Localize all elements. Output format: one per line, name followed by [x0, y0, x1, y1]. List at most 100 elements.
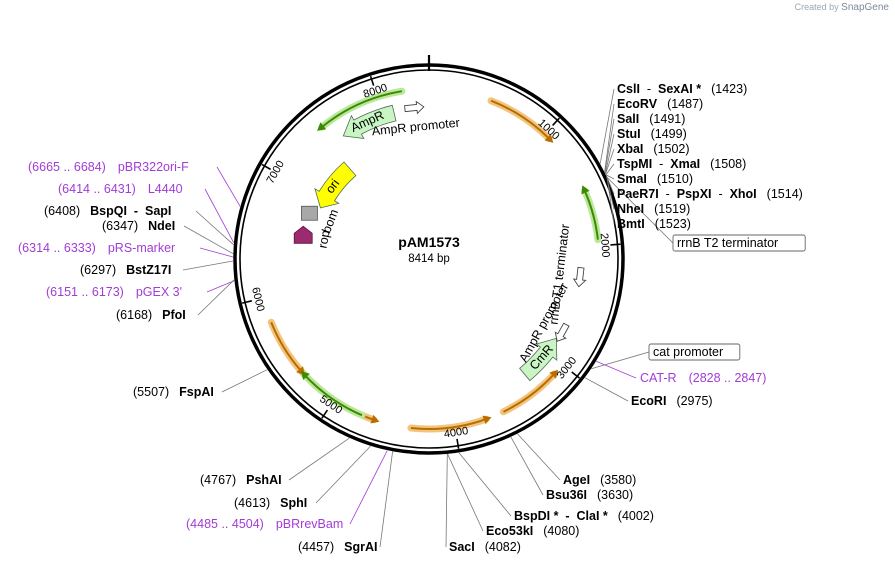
boxed-label-rrnb-t2-terminator: rrnB T2 terminator [677, 236, 778, 250]
orf-head-3 [482, 415, 492, 425]
site-leader-lines [182, 88, 674, 548]
feature-ampr [342, 104, 397, 139]
orf-head-0 [544, 134, 554, 143]
leader-mcs-3 [605, 133, 615, 174]
feature-rop [293, 225, 313, 244]
site-label-bsu36i: Bsu36I(3630) [546, 488, 633, 502]
orf-line-6 [304, 374, 363, 417]
orf-line-7 [321, 90, 403, 128]
leader-bsu36i [510, 436, 544, 496]
feature-label-rop: rop [316, 229, 333, 249]
leader-primer-prs-marker [199, 247, 234, 258]
plasmid-name: pAM1573 [398, 234, 460, 250]
orf-line-0 [490, 99, 550, 140]
tick-label-2000: 2000 [598, 233, 612, 258]
watermark-brand: SnapGene [841, 2, 889, 13]
orf-head-1 [581, 185, 590, 195]
site-label-eco53ki: Eco53kI(4080) [486, 524, 579, 538]
site-label-ecori: EcoRI(2975) [631, 394, 713, 408]
tick-7000 [261, 163, 271, 171]
site-label-sphi: (4613)SphI [234, 496, 307, 510]
orf-line-3 [410, 418, 487, 430]
site-label-bmti: BmtI(1523) [617, 217, 691, 231]
site-label-csli-sexai: CslI - SexAI *(1423) [617, 82, 747, 96]
feature-ori [314, 161, 357, 209]
primer-cat-r: CAT-R(2828 .. 2847) [640, 371, 766, 385]
site-label-bspdi-clai: BspDI * - ClaI *(4002) [514, 509, 654, 523]
boxed-frame-cat-promoter [648, 343, 741, 361]
orf-head-2 [549, 369, 559, 379]
leader-pshai [288, 437, 350, 481]
tick-5000 [321, 409, 329, 419]
site-label-stui: StuI(1499) [617, 127, 687, 141]
feature-label-rrnb-t1-terminator: rrnB T1 terminator [547, 223, 573, 325]
leader-mcs-1 [604, 103, 615, 172]
tick-label-4000: 4000 [443, 425, 469, 441]
site-label-xbai: XbaI(1502) [617, 142, 690, 156]
site-label-saci: SacI(4082) [449, 540, 521, 554]
feature-cmr [519, 337, 558, 382]
site-label-nhei: NheI(1519) [617, 202, 690, 216]
leader-eco53ki [447, 453, 484, 532]
leader-mcs-2 [604, 118, 615, 173]
leader-sgrai [379, 451, 393, 548]
tick-6000 [241, 300, 253, 304]
boxed-frame-rrnb-t2-terminator [672, 234, 806, 252]
leader-mcs-5 [605, 163, 615, 175]
orf-layer [267, 87, 602, 433]
tick-label-6000: 6000 [249, 286, 266, 313]
orf-line-5 [270, 321, 302, 372]
feature-rrnb-t1-terminator [572, 266, 587, 288]
primer-prs-marker: (6314 .. 6333)pRS-marker [18, 241, 175, 255]
leader-box-cat-promoter [591, 351, 650, 370]
tick-1000 [552, 117, 561, 126]
leader-bstz17i [182, 260, 234, 271]
leader-box-rrnb-t2-terminator [607, 177, 674, 244]
primer-pgex-3: (6151 .. 6173)pGEX 3' [46, 285, 182, 299]
leader-primer-l4440 [204, 188, 235, 243]
feature-ampr-promoter-right [554, 322, 570, 342]
plasmid-center-label: pAM1573 8414 bp [398, 234, 460, 265]
leader-primer-cat-r [596, 360, 637, 379]
leader-pfoi [197, 279, 235, 316]
tick-8000 [369, 75, 375, 86]
site-label-paer7i-pspxi-xhoi: PaeR7I - PspXI - XhoI(1514) [617, 187, 803, 201]
tick-label-7000: 7000 [265, 159, 288, 186]
leader-fspai [221, 369, 268, 393]
leader-primer-pbrrevbam [349, 450, 388, 525]
site-labels: CslI - SexAI *(1423)EcoRV(1487)SalI(1491… [18, 82, 806, 554]
tick-2000 [610, 243, 621, 246]
site-label-ecorv: EcoRV(1487) [617, 97, 703, 111]
tick-4000 [456, 438, 460, 449]
leader-sphi [315, 445, 371, 504]
site-label-smai: SmaI(1510) [617, 172, 693, 186]
leader-ecori [584, 377, 629, 402]
leader-bspqi-sapi [195, 210, 234, 245]
leader-primer-pbr322ori-f [216, 166, 241, 207]
watermark-prefix: Created by [794, 2, 839, 12]
plasmid-size: 8414 bp [408, 253, 450, 265]
leader-agei [517, 433, 561, 481]
leader-primer-pgex-3 [206, 280, 235, 293]
snapgene-watermark: Created by SnapGene [795, 2, 889, 13]
orf-outline-5 [267, 318, 305, 375]
leader-mcs-0 [599, 88, 615, 164]
orf-head-4 [370, 414, 380, 424]
site-label-sgrai: (4457)SgrAI [298, 540, 377, 554]
site-label-sali: SalI(1491) [617, 112, 685, 126]
leader-saci [445, 454, 448, 548]
boxed-label-cat-promoter: cat promoter [653, 345, 723, 359]
site-label-tspmi-xmai: TspMI - XmaI(1508) [617, 157, 746, 171]
primer-pbrrevbam: (4485 .. 4504)pBRrevBam [186, 517, 343, 531]
leader-bspdi-clai [458, 452, 512, 517]
feature-ampr-promoter-top [404, 100, 425, 115]
orf-head-6 [301, 371, 310, 380]
tick-3000 [571, 371, 581, 379]
feature-label-ori: ori [323, 177, 343, 197]
tick-label-5000: 5000 [317, 393, 344, 417]
site-label-pshai: (4767)PshAI [200, 473, 282, 487]
primer-pbr322ori-f: (6665 .. 6684)pBR322ori-F [28, 160, 189, 174]
site-label-pfoi: (6168)PfoI [116, 308, 186, 322]
site-label-agei: AgeI(3580) [563, 473, 636, 487]
